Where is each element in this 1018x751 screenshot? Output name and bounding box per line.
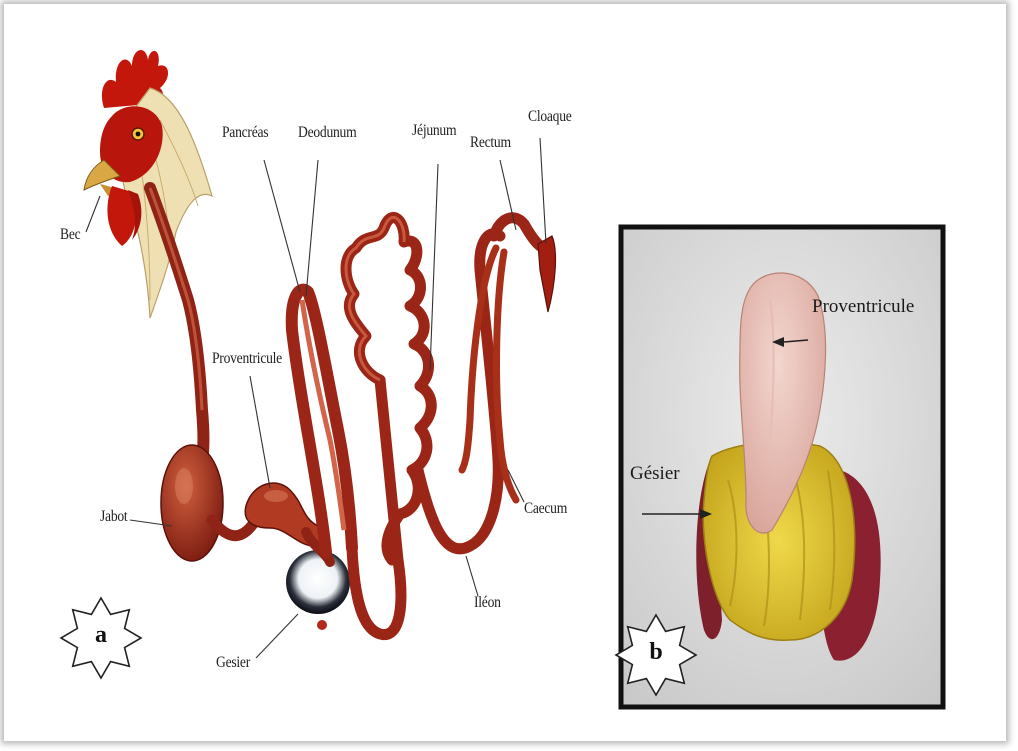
label-jabot: Jabot: [100, 508, 127, 526]
label-proventricule-photo: Proventricule: [812, 296, 914, 318]
label-gesier-photo: Gésier: [630, 463, 680, 485]
ileum: [352, 380, 401, 635]
label-proventricule: Proventricule: [212, 350, 282, 368]
badge-a-letter: a: [71, 622, 131, 649]
cloaca: [538, 236, 555, 312]
badge-b-letter: b: [626, 639, 686, 666]
label-rectum: Rectum: [470, 134, 511, 152]
label-pancreas: Pancréas: [222, 124, 268, 142]
label-gesier: Gesier: [216, 654, 250, 672]
label-jejunum: Jéjunum: [412, 122, 456, 140]
label-deodenum: Deodunum: [298, 124, 356, 142]
label-bec: Bec: [60, 226, 80, 244]
gizzard: [286, 550, 350, 614]
crop: [161, 445, 223, 561]
label-ileon: Iléon: [474, 594, 501, 612]
label-cloaque: Cloaque: [528, 108, 572, 126]
label-caecum: Caecum: [524, 500, 567, 518]
